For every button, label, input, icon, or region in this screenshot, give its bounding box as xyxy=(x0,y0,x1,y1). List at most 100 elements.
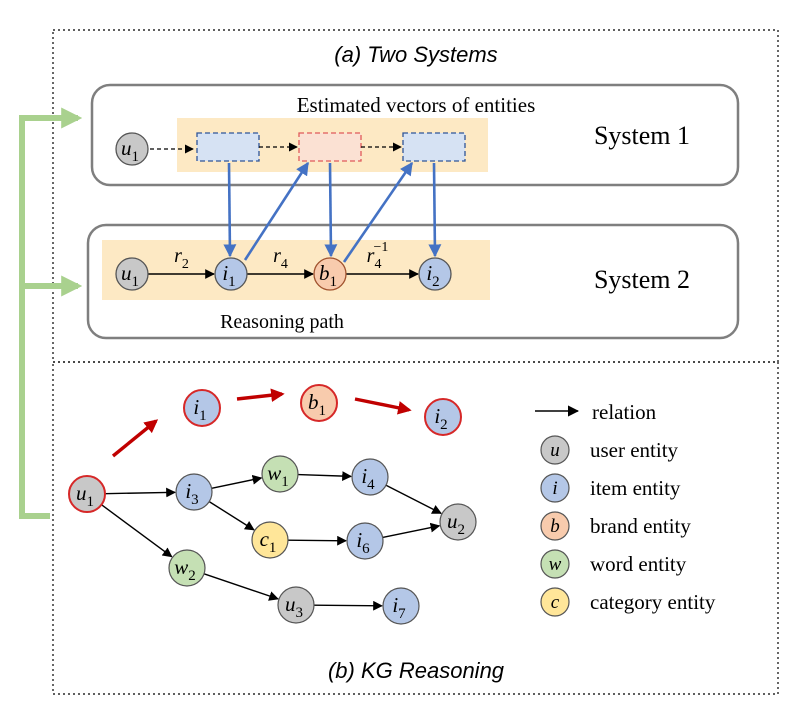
kg-node-c1-circle xyxy=(251,521,289,559)
system1-node-u1-circle xyxy=(115,132,149,166)
legend-entity-circle xyxy=(540,549,570,579)
legend-entity-circle xyxy=(540,587,570,617)
legend-relation-label: relation xyxy=(592,400,657,424)
kg-node-i1-circle xyxy=(183,389,221,427)
kg-node-u3: u3 xyxy=(277,586,315,624)
legend-entity-symbol: w xyxy=(549,554,562,575)
kg-node-w1: w1 xyxy=(261,455,299,493)
system2-node-i1: i1 xyxy=(214,257,248,291)
system2-node-u1: u1 xyxy=(115,257,149,291)
kg-edge-w2-u3 xyxy=(203,573,279,601)
system2-node-b1: b1 xyxy=(313,257,347,291)
system2-relation-label: r4−1 xyxy=(367,240,389,272)
kg-node-u1-circle xyxy=(68,475,106,513)
legend-entity-label: brand entity xyxy=(590,514,691,538)
kg-node-b1-label: b1 xyxy=(308,390,326,419)
kg-node-i2-circle xyxy=(424,398,462,436)
system2-node-b1-circle xyxy=(313,257,347,291)
kg-node-i4-circle xyxy=(351,458,389,496)
kg-node-w1-circle xyxy=(261,455,299,493)
legend-item-c: c category entity xyxy=(540,587,716,617)
kg-node-i2: i2 xyxy=(424,398,462,436)
legend-entity-circle xyxy=(540,435,570,465)
green-bracket xyxy=(19,107,83,519)
system2-node-u1-circle xyxy=(115,257,149,291)
legend-entity-symbol: i xyxy=(552,478,557,499)
kg-node-i7: i7 xyxy=(382,587,420,625)
kg-node-u3-circle xyxy=(277,586,315,624)
legend: relation xyxy=(535,400,657,424)
system2-node-i2: i2 xyxy=(418,257,452,291)
kg-node-i3: i3 xyxy=(175,473,213,511)
estimated-vector-box xyxy=(402,132,466,162)
legend-entity-symbol: u xyxy=(550,440,560,461)
system2-node-u1-label: u1 xyxy=(121,261,139,290)
reasoning-path-arrow xyxy=(354,397,412,415)
kg-edge-i4-u2 xyxy=(385,484,442,514)
bottom-caption: (b) KG Reasoning xyxy=(328,658,505,683)
kg-node-w2: w2 xyxy=(168,549,206,587)
system1-band-label: Estimated vectors of entities xyxy=(297,93,536,117)
legend-entity-symbol: c xyxy=(551,592,560,613)
reasoning-path-arrow xyxy=(236,388,285,402)
system2-node-i1-label: i1 xyxy=(222,261,235,290)
kg-node-i3-label: i3 xyxy=(185,479,198,508)
top-caption: (a) Two Systems xyxy=(334,42,497,67)
blue-link-arrow xyxy=(243,161,310,261)
kg-node-i7-circle xyxy=(382,587,420,625)
blue-link-arrow xyxy=(324,162,338,258)
kg-reasoning-frame xyxy=(52,361,779,695)
kg-node-u2-circle xyxy=(439,503,477,541)
blue-link-arrow xyxy=(342,161,414,263)
system1-label: System 1 xyxy=(594,121,690,150)
kg-node-i6-label: i6 xyxy=(356,528,370,557)
reasoning-path-arrow xyxy=(111,419,159,458)
kg-node-c1-label: c1 xyxy=(260,527,277,556)
system2-node-i2-circle xyxy=(418,257,452,291)
kg-edge-c1-i6 xyxy=(287,535,347,546)
system1-node-u1: u1 xyxy=(115,132,149,166)
system2-band-label: Reasoning path xyxy=(220,311,344,333)
kg-node-u3-label: u3 xyxy=(285,592,303,621)
kg-node-i2-label: i2 xyxy=(434,404,447,433)
legend-entity-label: item entity xyxy=(590,476,681,500)
legend-entity-label: category entity xyxy=(590,590,716,614)
kg-node-b1-circle xyxy=(300,384,338,422)
legend-entity-circle xyxy=(540,511,570,541)
estimated-vector-box xyxy=(196,132,260,162)
kg-node-c1: c1 xyxy=(251,521,289,559)
kg-node-i1-label: i1 xyxy=(193,395,206,424)
kg-node-i4: i4 xyxy=(351,458,389,496)
kg-node-i3-circle xyxy=(175,473,213,511)
kg-node-w1-label: w1 xyxy=(267,461,289,490)
kg-node-u1-label: u1 xyxy=(76,481,94,510)
legend-entity-label: word entity xyxy=(590,552,687,576)
kg-node-i1: i1 xyxy=(183,389,221,427)
kg-node-i6-circle xyxy=(346,522,384,560)
kg-node-u1: u1 xyxy=(68,475,106,513)
kg-node-i6: i6 xyxy=(346,522,384,560)
kg-edge-i3-c1 xyxy=(208,501,255,531)
kg-edge-u1-i3 xyxy=(104,487,176,498)
system2-node-i2-label: i2 xyxy=(426,261,439,290)
kg-edge-i6-u2 xyxy=(382,522,441,539)
two-systems-frame xyxy=(52,29,779,363)
estimated-vector-box xyxy=(298,132,362,162)
blue-link-arrow xyxy=(428,162,442,258)
system2-node-i1-circle xyxy=(214,257,248,291)
system2-node-b1-label: b1 xyxy=(319,261,337,290)
blue-link-arrow xyxy=(223,162,237,258)
system2-relation-label: r2 xyxy=(174,245,189,272)
kg-node-i7-label: i7 xyxy=(392,593,406,622)
kg-edge-u3-i7 xyxy=(313,600,383,611)
kg-node-w2-label: w2 xyxy=(174,555,196,584)
kg-node-i4-label: i4 xyxy=(361,464,375,493)
kg-node-w2-circle xyxy=(168,549,206,587)
legend-item-i: i item entity xyxy=(540,473,681,503)
kg-edge-u1-w2 xyxy=(101,504,173,558)
kg-edge-w1-i4 xyxy=(297,471,352,481)
